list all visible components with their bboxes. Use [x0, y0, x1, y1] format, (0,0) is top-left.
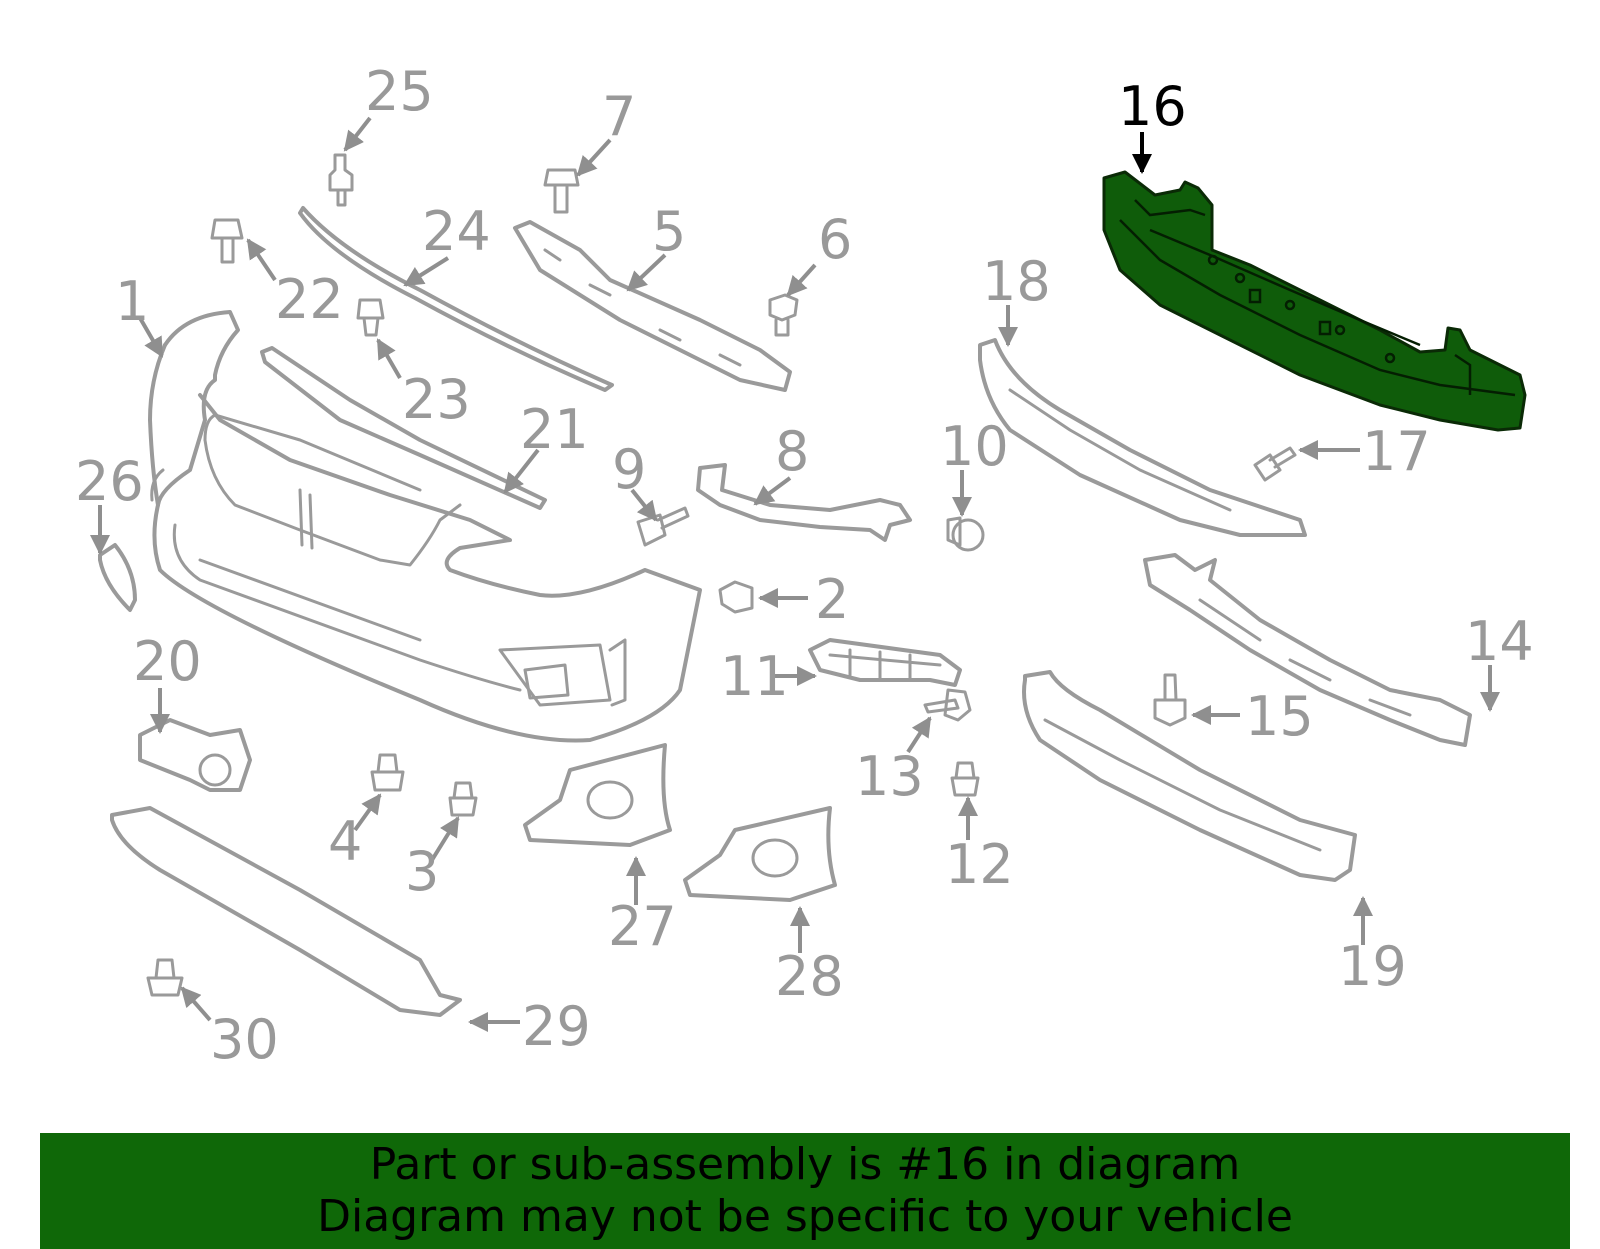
fastener-6 [768, 293, 799, 337]
part-27-fog-cover-left [523, 743, 672, 847]
part-18-absorber [978, 338, 1307, 537]
callout-23: 23 [402, 368, 471, 431]
part-26-tow-cover [98, 543, 137, 612]
part-24-trim-strip [298, 206, 614, 392]
part-8-bracket [696, 463, 912, 542]
fastener-30 [146, 958, 184, 997]
callout-6: 6 [818, 208, 852, 271]
callout-18: 18 [982, 250, 1051, 313]
callout-5: 5 [652, 200, 686, 263]
fastener-3 [448, 781, 478, 817]
callout-14: 14 [1465, 610, 1534, 673]
callout-13: 13 [855, 745, 924, 808]
fastener-23 [356, 298, 385, 337]
fastener-15 [1153, 673, 1187, 727]
fastener-13 [923, 688, 972, 722]
fastener-12 [950, 761, 980, 797]
callout-8: 8 [775, 420, 809, 483]
fastener-22 [210, 218, 244, 264]
part-29-lower-molding [110, 806, 462, 1017]
callout-labels: 25 7 16 24 5 6 22 1 18 23 21 26 9 8 10 1… [75, 60, 1534, 1071]
callout-27: 27 [608, 895, 677, 958]
fastener-17 [1253, 446, 1297, 482]
part-28-fog-cover-right [683, 806, 837, 902]
callout-20: 20 [133, 630, 202, 693]
part-19-undercover [1022, 670, 1357, 882]
callout-15: 15 [1245, 685, 1314, 748]
callout-17: 17 [1362, 420, 1431, 483]
part-16-bumper-reinforcement [1102, 170, 1527, 432]
info-banner: Part or sub-assembly is #16 in diagram D… [40, 1133, 1570, 1249]
part-20-sensor [138, 718, 252, 792]
fastener-2 [718, 580, 754, 614]
banner-line-2: Diagram may not be specific to your vehi… [317, 1191, 1293, 1242]
callout-7: 7 [602, 85, 636, 148]
part-5-bracket [513, 220, 792, 392]
part-1-bumper-cover [148, 310, 702, 743]
callout-30: 30 [210, 1008, 279, 1071]
callout-24: 24 [422, 200, 491, 263]
fastener-10 [946, 516, 985, 552]
callout-10: 10 [940, 415, 1009, 478]
leader-lines [90, 116, 1500, 1032]
callout-1: 1 [115, 270, 149, 333]
callout-16: 16 [1118, 75, 1187, 138]
banner-line-1: Part or sub-assembly is #16 in diagram [369, 1139, 1241, 1190]
fastener-25 [328, 153, 354, 207]
callout-11: 11 [720, 645, 789, 708]
callout-26: 26 [75, 450, 144, 513]
callout-28: 28 [775, 945, 844, 1008]
callout-3: 3 [405, 840, 439, 903]
fastener-7 [543, 168, 580, 214]
part-14-bracket [1143, 553, 1472, 747]
fastener-9 [636, 506, 690, 547]
callout-4: 4 [328, 810, 362, 873]
callout-29: 29 [522, 995, 591, 1058]
fastener-4 [370, 753, 405, 792]
callout-21: 21 [520, 398, 589, 461]
callout-2: 2 [815, 568, 849, 631]
callout-12: 12 [945, 833, 1014, 896]
callout-25: 25 [365, 60, 434, 123]
part-11-bracket [808, 638, 962, 687]
callout-9: 9 [612, 438, 646, 501]
part-21-grille-molding [260, 346, 547, 510]
callout-19: 19 [1338, 935, 1407, 998]
callout-22: 22 [275, 268, 344, 331]
